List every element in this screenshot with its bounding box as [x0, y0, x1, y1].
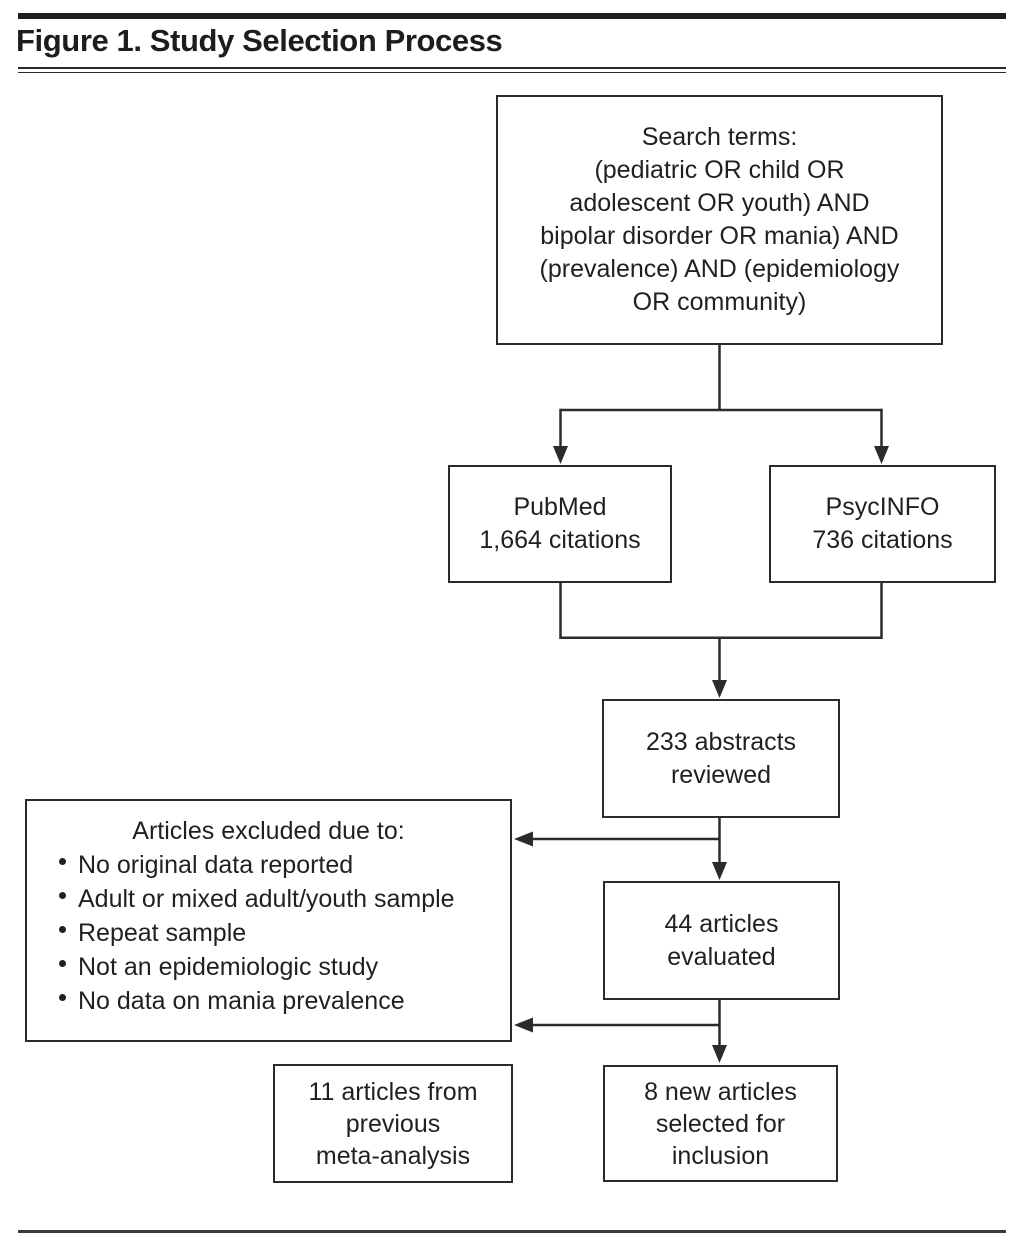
exclusion-bullet-item: Adult or mixed adult/youth sample [37, 882, 500, 916]
search-terms-line: (pediatric OR child OR [594, 156, 845, 184]
figure-title: Figure 1. Study Selection Process [16, 23, 503, 58]
arrowhead-down-psycinfo [874, 446, 889, 464]
exclusion-bullet-text: No original data reported [78, 851, 354, 879]
search-terms-line: OR community) [632, 288, 807, 316]
abstracts-reviewed-line: reviewed [670, 760, 772, 789]
exclusion-bullet-item: No original data reported [37, 848, 500, 882]
abstracts-reviewed-box: 233 abstracts reviewed [602, 699, 840, 818]
exclusion-header: Articles excluded due to: [132, 817, 405, 845]
psycinfo-citations-box: PsycINFO 736 citations [769, 465, 996, 583]
exclusion-bullet-text: Adult or mixed adult/youth sample [78, 885, 455, 913]
arrowhead-down-selected [712, 1045, 727, 1063]
pubmed-citations-box: PubMed 1,664 citations [448, 465, 672, 583]
arrowhead-left-exclusion-top [514, 831, 533, 847]
arrowhead-down-abstracts [712, 680, 727, 698]
previous-meta-analysis-line: previous [345, 1109, 441, 1138]
search-terms-line: Search terms: [641, 123, 798, 151]
previous-meta-analysis-line: meta-analysis [315, 1141, 471, 1170]
search-terms-box: Search terms: (pediatric OR child OR ado… [496, 95, 943, 345]
previous-meta-analysis-line: 11 articles from [308, 1077, 478, 1106]
bullet-dot-icon [59, 994, 66, 1001]
exclusion-bullet-item: Not an epidemiologic study [37, 950, 500, 984]
pubmed-source-label: PubMed [513, 493, 607, 521]
articles-excluded-box: Articles excluded due to: No original da… [25, 799, 512, 1042]
title-double-rule [18, 67, 1006, 73]
search-terms-line: bipolar disorder OR mania) AND [540, 222, 899, 250]
new-articles-selected-line: selected for [655, 1109, 786, 1138]
bottom-rule [18, 1230, 1006, 1233]
bullet-dot-icon [59, 858, 66, 865]
pubmed-citation-count: 1,664 citations [479, 526, 641, 554]
previous-meta-analysis-box: 11 articles from previous meta-analysis [273, 1064, 513, 1183]
exclusion-bullet-text: Not an epidemiologic study [78, 953, 379, 981]
exclusion-bullet-text: No data on mania prevalence [78, 987, 405, 1015]
articles-evaluated-line: 44 articles [664, 909, 779, 938]
exclusion-bullet-item: No data on mania prevalence [37, 984, 500, 1018]
psycinfo-citation-count: 736 citations [812, 526, 953, 554]
new-articles-selected-line: inclusion [671, 1141, 770, 1170]
bullet-dot-icon [59, 960, 66, 967]
exclusion-bullet-item: Repeat sample [37, 916, 500, 950]
bullet-dot-icon [59, 892, 66, 899]
search-terms-line: (prevalence) AND (epidemiology [539, 255, 900, 283]
search-terms-line: adolescent OR youth) AND [569, 189, 870, 217]
new-articles-selected-line: 8 new articles [644, 1077, 797, 1106]
arrowhead-down-evaluated [712, 862, 727, 880]
articles-evaluated-line: evaluated [667, 942, 776, 971]
exclusion-bullet-text: Repeat sample [78, 919, 247, 947]
psycinfo-source-label: PsycINFO [825, 493, 940, 521]
top-rule-bar [18, 13, 1006, 19]
arrowhead-down-pubmed [553, 446, 568, 464]
articles-evaluated-box: 44 articles evaluated [603, 881, 840, 1000]
bullet-dot-icon [59, 926, 66, 933]
abstracts-reviewed-line: 233 abstracts [645, 727, 797, 756]
arrowhead-left-exclusion-bottom [514, 1017, 533, 1033]
new-articles-selected-box: 8 new articles selected for inclusion [603, 1065, 838, 1182]
